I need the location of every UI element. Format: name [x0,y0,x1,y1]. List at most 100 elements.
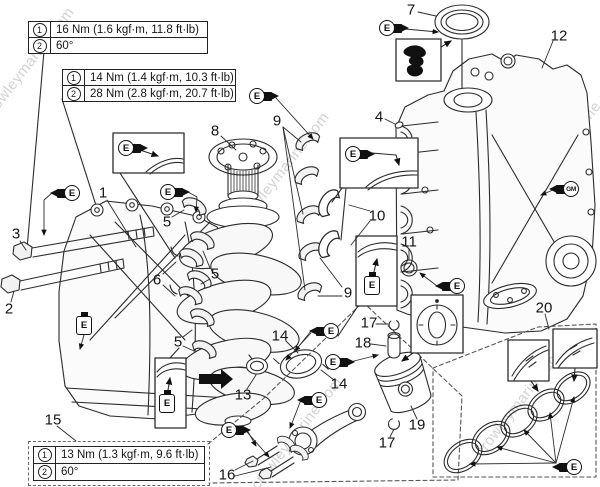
engine-oil-bottle-icon: E [364,272,380,295]
nozzle-stem [442,281,453,291]
crankcase-bolt [0,258,125,294]
part-label-4: 4 [374,108,384,126]
torque-row: 1 13 Nm (1.3 kgf·m, 9.6 ft·lb) [34,447,204,463]
part-label-5: 5 [173,333,183,351]
lubricant-letter: GM [563,181,579,197]
special-tool-arrow [199,369,233,389]
part-label-16: 16 [218,466,236,484]
step-number: 1 [37,448,52,462]
torque-value: 16 Nm (1.6 kgf·m, 11.8 ft·lb) [56,23,199,36]
bottle-cap [80,312,88,317]
nozzle-stem [261,91,272,101]
nozzle-tip [243,425,251,434]
part-label-5: 5 [162,213,172,231]
nozzle-stem [316,326,327,336]
torque-value: 60° [61,466,79,478]
engine-oil-icon: E [325,354,355,370]
torque-value: 14 Nm (1.4 kgf·m, 10.3 ft·lb) [90,71,234,84]
torque-spec-box-crankcase-main: 1 16 Nm (1.6 kgf·m, 11.8 ft·lb) 2 60° [28,21,208,54]
nozzle-stem [357,149,368,159]
engine-oil-icon: E [297,392,327,408]
part-label-3: 3 [11,225,21,243]
part-label-19: 19 [408,416,426,434]
ring-gap-callout-box [552,328,598,383]
part-label-7: 7 [406,1,416,19]
crankcase-bolt [12,226,155,261]
step-number: 2 [66,86,81,101]
nozzle-stem [556,184,567,194]
part-label-15: 15 [44,411,62,429]
torque-row: 1 14 Nm (1.4 kgf·m, 10.3 ft·lb) [63,70,235,85]
engine-oil-icon: E [249,88,279,104]
engine-oil-bottle-icon: E [159,390,175,413]
nozzle-stem [57,188,68,198]
gasket-maker-icon: GM [549,181,579,197]
nozzle-stem [233,425,244,435]
thrust-plate [245,354,269,375]
lubricant-letter: E [379,20,395,36]
part-label-20: 20 [535,299,553,317]
engine-oil-icon: E [309,323,339,339]
lubricant-letter: E [323,323,339,339]
lubricant-letter: E [249,88,265,104]
part-label-12: 12 [550,27,568,45]
piston-pin [387,331,401,359]
oil-callout-box [154,347,187,429]
part-label-9: 9 [343,284,353,302]
sealant-callout-box [395,38,452,82]
nozzle-stem [337,357,348,367]
part-label-2: 2 [4,300,14,318]
step-number: 1 [66,70,81,85]
bottle-cap [163,390,171,395]
engine-oil-icon: E [160,184,190,200]
engine-oil-icon: E [552,459,582,475]
lubricant-letter: E [160,184,176,200]
lubricant-letter: E [325,354,341,370]
part-label-17: 17 [360,314,378,332]
engine-oil-icon: E [221,422,251,438]
torque-row: 2 28 Nm (2.8 kgf·m, 20.7 ft·lb) [63,85,235,101]
nozzle-tip [297,395,305,404]
torque-value: 60° [56,39,74,52]
nozzle-tip [347,357,355,366]
nozzle-tip [309,326,317,335]
part-label-18: 18 [354,334,372,352]
piston-crown-callout-box [401,294,464,362]
nozzle-tip [140,143,148,152]
part-label-1: 1 [98,184,108,202]
lubricant-letter: E [311,392,327,408]
part-label-9: 9 [272,112,282,130]
lubricant-letter: E [221,422,237,438]
nozzle-tip [435,281,443,290]
connecting-rod-dashed-box [207,301,463,484]
nozzle-tip [401,23,409,32]
step-number: 1 [32,22,47,37]
ring-gap-callout-box [507,339,550,392]
engine-oil-bottle-icon: E [76,312,92,335]
leader-lines [10,11,554,477]
lubricant-letter: E [449,278,465,294]
torque-row: 1 16 Nm (1.6 kgf·m, 11.8 ft·lb) [29,22,207,37]
nozzle-tip [367,149,375,158]
nozzle-tip [271,91,279,100]
lubricant-letter: E [64,185,80,201]
engine-oil-icon: E [345,146,375,162]
lubricant-letter: E [345,146,361,162]
torque-value: 28 Nm (2.8 kgf·m, 20.7 ft·lb) [90,87,234,100]
main-bearing-shells-upper [169,193,220,362]
oil-letter: E [364,276,380,295]
oil-letter: E [76,316,92,335]
torque-spec-box-connecting-rod: 1 13 Nm (1.3 kgf·m, 9.6 ft·lb) 2 60° [28,441,210,486]
oil-letter: E [159,394,175,413]
torque-row: 2 60° [34,463,204,480]
part-label-6: 6 [152,271,162,289]
engine-oil-icon: E [435,278,465,294]
piston-rings-dashed-box [432,323,597,478]
part-label-10: 10 [368,207,386,225]
part-label-17: 17 [378,434,396,452]
part-label-11: 11 [401,233,417,251]
nozzle-stem [391,23,402,33]
